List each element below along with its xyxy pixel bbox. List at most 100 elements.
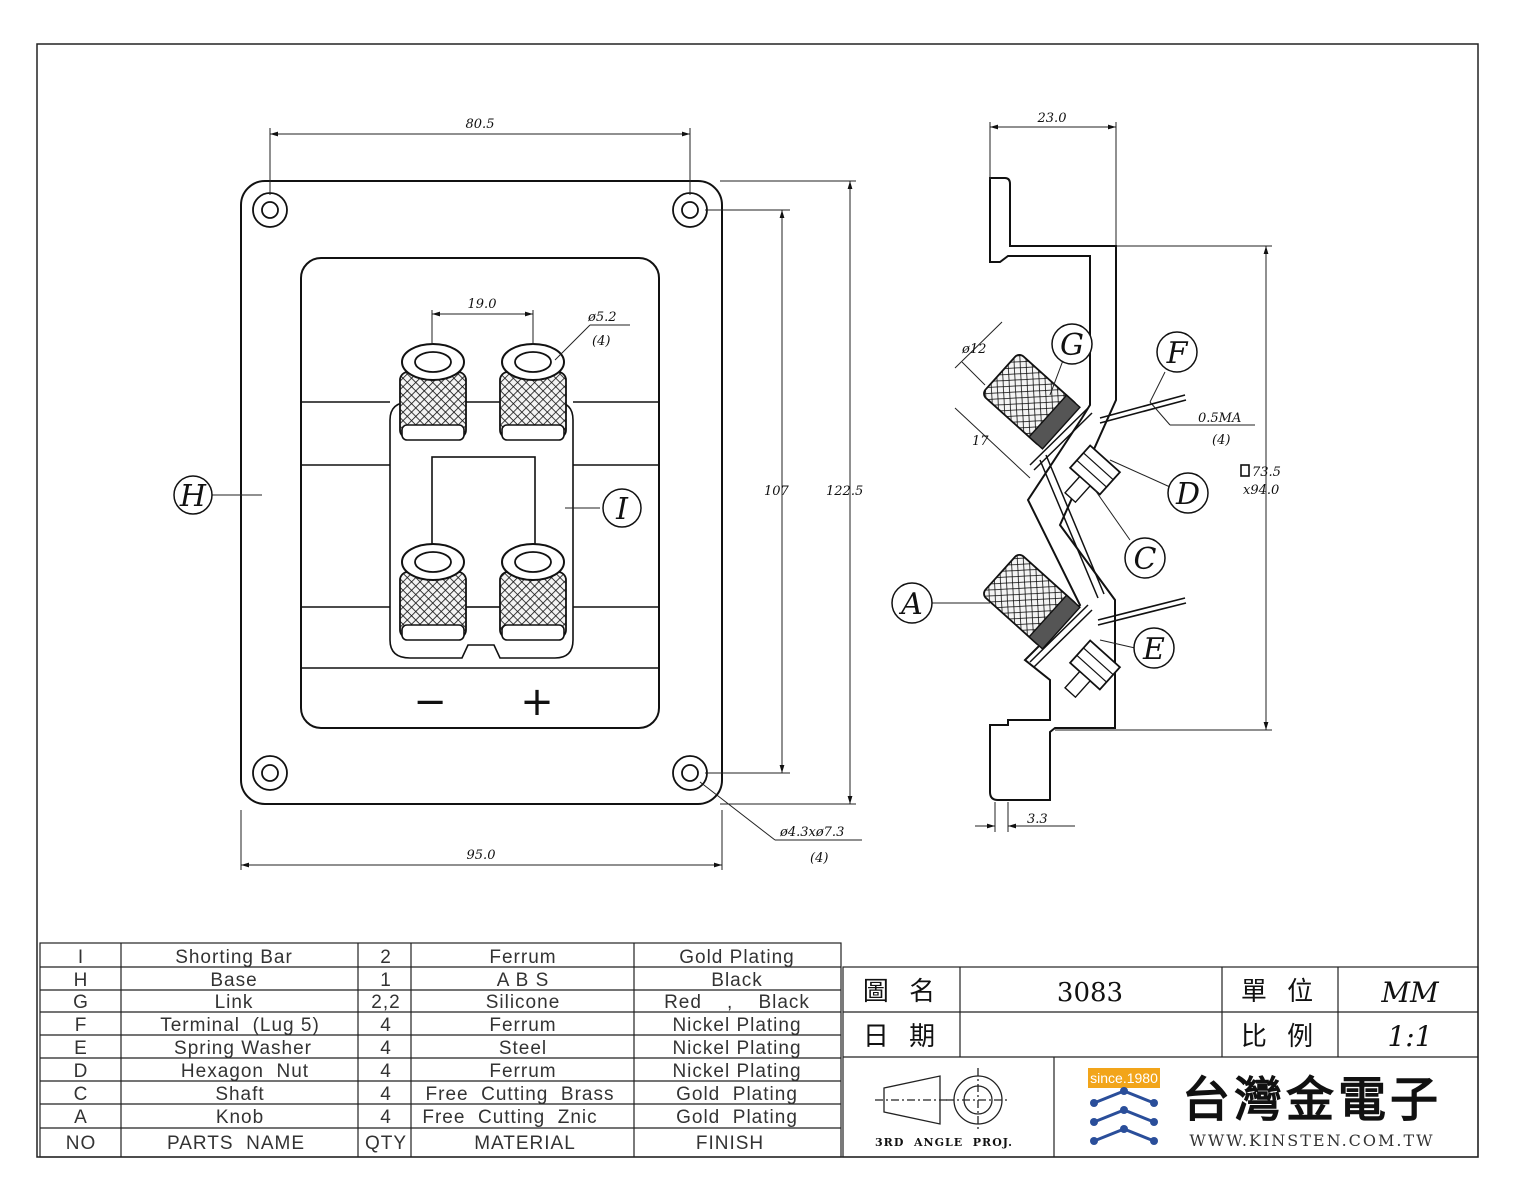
cell-no: I: [78, 947, 84, 968]
drawing-name: 3083: [1057, 978, 1123, 1008]
date-label: 日 期: [863, 1022, 941, 1052]
scale-value: 1:1: [1387, 1020, 1432, 1053]
cell-material: Free Cutting Znic: [422, 1107, 597, 1128]
cell-name: Terminal (Lug 5): [160, 1015, 320, 1036]
front-dimensions: [211, 128, 862, 870]
projection-label: 3RD ANGLE PROJ.: [875, 1136, 1013, 1149]
cell-finish: Gold Plating: [676, 1084, 798, 1105]
cell-finish: Nickel Plating: [672, 1015, 801, 1036]
callout-i: I: [615, 492, 629, 527]
scale-label: 比 例: [1241, 1022, 1319, 1052]
table-row: A Knob 4 Free Cutting Znic Gold Plating: [74, 1107, 797, 1128]
parts-table-grid: [39, 942, 842, 1158]
table-row: D Hexagon Nut 4 Ferrum Nickel Plating: [74, 1061, 801, 1082]
minus-symbol: −: [413, 679, 447, 725]
header-material: MATERIAL: [474, 1133, 576, 1154]
callout-a: A: [898, 587, 923, 622]
table-row: E Spring Washer 4 Steel Nickel Plating: [74, 1038, 801, 1059]
cell-material: Free Cutting Brass: [426, 1084, 615, 1105]
cell-name: Link: [215, 992, 254, 1013]
callout-c: C: [1134, 542, 1157, 577]
cell-material: Steel: [499, 1038, 547, 1059]
since-text: since.1980: [1090, 1070, 1158, 1086]
base-plate: [240, 180, 723, 805]
header-finish: FINISH: [696, 1133, 764, 1154]
side-knob-top: [983, 354, 1081, 450]
cell-finish: Gold Plating: [679, 947, 795, 968]
cell-finish: Nickel Plating: [672, 1038, 801, 1059]
side-dimensions: [932, 122, 1272, 832]
front-view: [240, 180, 723, 805]
cell-no: G: [73, 992, 89, 1013]
dim-terminal-count: (4): [592, 334, 610, 349]
drawing-name-label: 圖 名: [863, 977, 941, 1007]
cell-qty: 4: [380, 1038, 392, 1059]
cell-name: Shorting Bar: [175, 947, 293, 968]
cell-no: D: [74, 1061, 89, 1082]
dim-terminal-spacing: 19.0: [468, 297, 497, 312]
dim-hole-count: (4): [810, 851, 828, 866]
table-row: F Terminal (Lug 5) 4 Ferrum Nickel Plati…: [75, 1015, 801, 1036]
cell-name: Shaft: [215, 1084, 264, 1105]
mount-holes: [252, 192, 708, 791]
cell-qty: 2: [380, 947, 392, 968]
cell-qty: 4: [380, 1015, 392, 1036]
cell-name: Hexagon Nut: [181, 1061, 309, 1082]
dim-cutout-b: x94.0: [1243, 483, 1279, 498]
cell-material: Ferrum: [489, 1015, 556, 1036]
dim-flange: 3.3: [1027, 812, 1048, 827]
callout-f: F: [1166, 336, 1189, 371]
cell-no: H: [74, 970, 89, 991]
plus-symbol: +: [520, 679, 554, 725]
company-website: WWW.KINSTEN.COM.TW: [1189, 1131, 1434, 1150]
dim-terminal-dia: ø5.2: [587, 310, 617, 325]
terminal-knob: [499, 543, 567, 641]
cell-no: E: [74, 1038, 88, 1059]
cell-material: Ferrum: [489, 947, 556, 968]
cell-qty: 4: [380, 1107, 392, 1128]
unit-value: MM: [1380, 976, 1440, 1009]
callout-d: D: [1175, 477, 1200, 512]
header-qty: QTY: [365, 1133, 407, 1154]
table-row: I Shorting Bar 2 Ferrum Gold Plating: [78, 947, 795, 968]
shorting-bar: [389, 401, 574, 659]
table-row: C Shaft 4 Free Cutting Brass Gold Platin…: [74, 1084, 798, 1105]
cell-no: C: [74, 1084, 89, 1105]
dim-lug: 0.5MA: [1198, 411, 1241, 426]
cell-qty: 2,2: [371, 992, 400, 1013]
table-header: NO PARTS NAME QTY MATERIAL FINISH: [66, 1133, 764, 1154]
dim-knob-length: 17: [972, 434, 989, 449]
side-nut-bottom: [1064, 639, 1122, 699]
dim-lug-count: (4): [1212, 433, 1230, 448]
table-row: G Link 2,2 Silicone Red , Black: [73, 992, 810, 1013]
cell-finish: Nickel Plating: [672, 1061, 801, 1082]
cell-no: F: [75, 1015, 88, 1036]
side-profile: [989, 177, 1117, 801]
cell-name: Knob: [216, 1107, 264, 1128]
cell-name: Spring Washer: [174, 1038, 312, 1059]
dim-height-inner: 107: [764, 484, 790, 499]
cell-qty: 1: [380, 970, 392, 991]
unit-label: 單 位: [1241, 977, 1319, 1007]
cell-qty: 4: [380, 1084, 392, 1105]
dim-knob-dia: ø12: [961, 342, 986, 357]
header-name: PARTS NAME: [167, 1133, 305, 1154]
parts-table: I Shorting Bar 2 Ferrum Gold Plating H B…: [66, 947, 810, 1154]
cell-material: Ferrum: [489, 1061, 556, 1082]
header-no: NO: [66, 1133, 97, 1154]
dim-top-width: 80.5: [466, 117, 495, 132]
dim-cutout-a: 73.5: [1252, 465, 1281, 480]
table-row: H Base 1 A B S Black: [74, 970, 762, 991]
callout-h: H: [179, 479, 207, 514]
cell-qty: 4: [380, 1061, 392, 1082]
terminal-knob: [399, 343, 467, 441]
callout-g: G: [1060, 328, 1084, 363]
company-logo: since.1980: [1088, 1068, 1160, 1145]
side-view: [983, 177, 1187, 801]
side-nut-top: [1064, 444, 1122, 504]
cell-material: Silicone: [486, 992, 561, 1013]
cell-no: A: [74, 1107, 88, 1128]
cell-finish: Red , Black: [664, 992, 810, 1013]
dim-depth: 23.0: [1037, 111, 1067, 126]
